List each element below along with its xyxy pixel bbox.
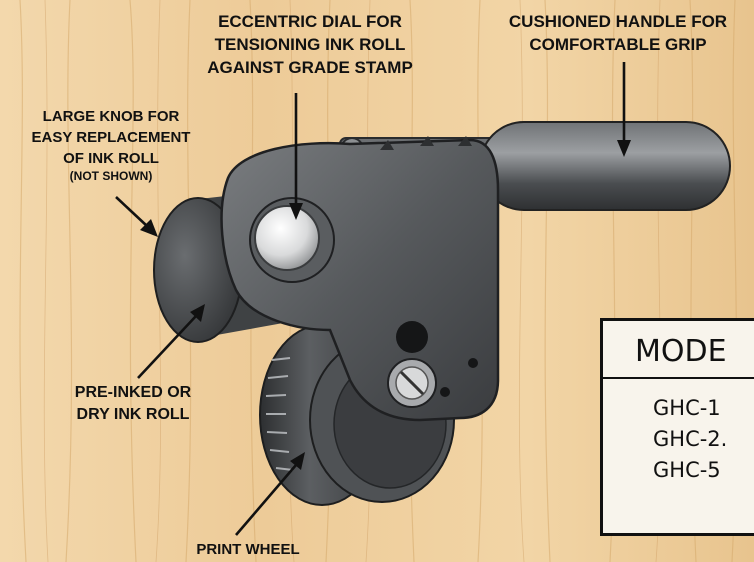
label-handle: CUSHIONED HANDLE FOR COMFORTABLE GRIP: [478, 10, 754, 56]
label-eccentric-dial-line-3: AGAINST GRADE STAMP: [207, 58, 413, 77]
label-print-wheel: PRINT WHEEL: [168, 538, 328, 561]
callout-arrows: [115, 62, 631, 536]
adjustment-screw: [387, 358, 437, 408]
label-knob-line-2: EASY REPLACEMENT: [31, 129, 191, 146]
label-eccentric-dial: ECCENTRIC DIAL FOR TENSIONING INK ROLL A…: [170, 10, 450, 79]
label-handle-line-2: COMFORTABLE GRIP: [529, 35, 707, 54]
frame-plate: [220, 136, 500, 422]
model-item: GHC-5: [653, 458, 721, 482]
label-handle-line-1: CUSHIONED HANDLE FOR: [508, 12, 728, 31]
label-knob-line-3: OF INK ROLL: [63, 150, 159, 167]
label-eccentric-dial-line-2: TENSIONING INK ROLL: [214, 35, 406, 54]
model-table-list: GHC-1 GHC-2. GHC-5: [603, 379, 754, 486]
model-table: MODE GHC-1 GHC-2. GHC-5: [600, 318, 754, 536]
model-item: GHC-2.: [653, 427, 728, 451]
eccentric-dial: [249, 197, 335, 283]
label-ink-roll-line-2: DRY INK ROLL: [76, 406, 190, 423]
model-item: GHC-1: [653, 396, 721, 420]
print-wheel: [259, 324, 455, 506]
label-print-wheel-text: PRINT WHEEL: [196, 541, 300, 558]
model-table-header: MODE: [603, 321, 754, 379]
label-eccentric-dial-line-1: ECCENTRIC DIAL FOR: [218, 12, 402, 31]
label-ink-roll-line-1: PRE-INKED OR: [74, 384, 192, 401]
label-knob-line-1: LARGE KNOB FOR: [42, 108, 180, 125]
label-ink-roll: PRE-INKED OR DRY INK ROLL: [48, 382, 218, 426]
label-knob-note: (NOT SHOWN): [69, 169, 153, 183]
label-knob: LARGE KNOB FOR EASY REPLACEMENT OF INK R…: [0, 106, 222, 183]
